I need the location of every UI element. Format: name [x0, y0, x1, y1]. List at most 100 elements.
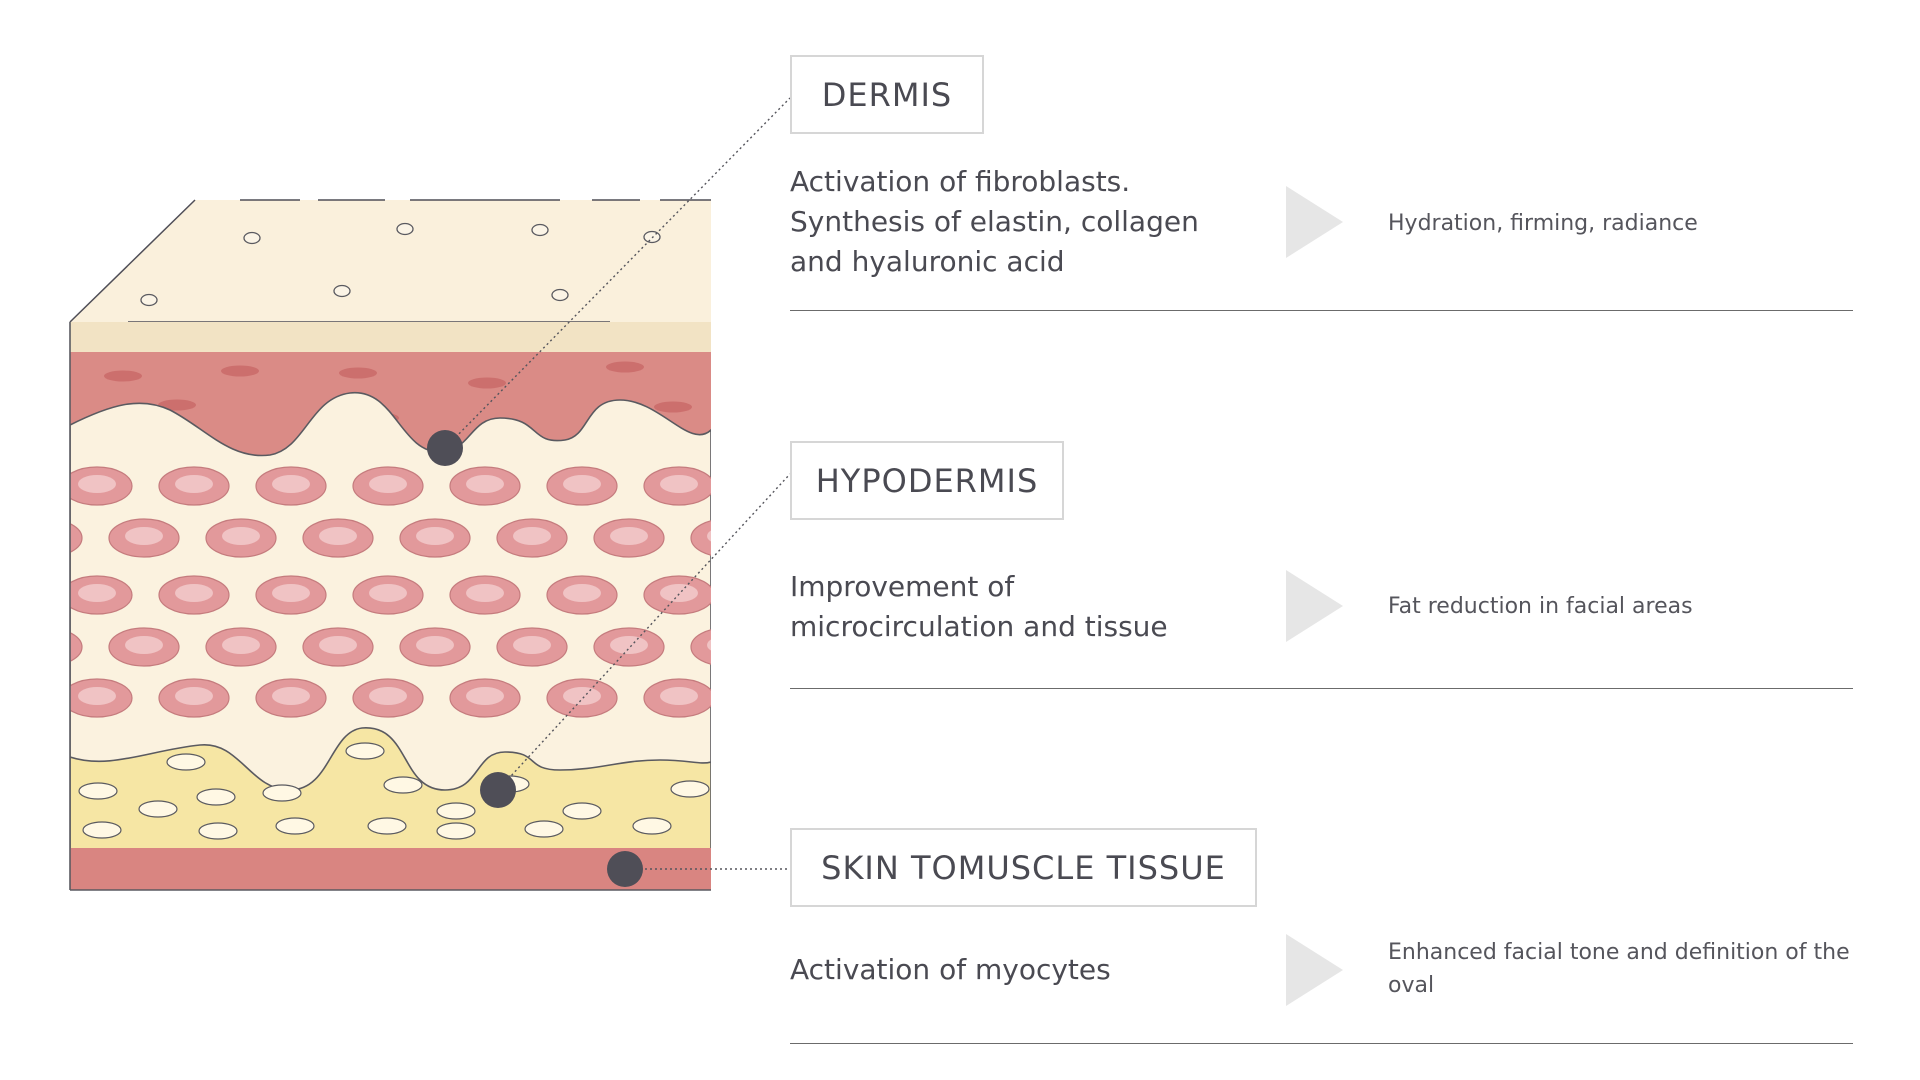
dermis-title: DERMIS: [821, 75, 953, 114]
fat-cell: [562, 802, 602, 820]
muscle-divider: [790, 1043, 1853, 1044]
hypodermis-cell-core: [28, 527, 66, 545]
hypodermis-cell-core: [513, 636, 551, 654]
hypodermis-cell-core: [707, 639, 711, 651]
hypodermis-cell-core: [369, 584, 407, 602]
dermis-vessel: [158, 399, 196, 411]
epidermis-pore: [333, 284, 351, 298]
hypodermis-cell: [690, 629, 711, 665]
dermis-marker: [427, 430, 463, 466]
hypodermis-cell-core: [369, 475, 407, 493]
hypodermis-cell-core: [272, 584, 310, 602]
hypodermis-cells: [0, 466, 711, 718]
dermis-divider: [790, 310, 1853, 311]
hypodermis-cell-core: [222, 636, 260, 654]
dermis-vessel: [104, 370, 142, 382]
dermis-vessel: [654, 401, 692, 413]
epidermis-pore: [140, 293, 158, 307]
fat-cell: [383, 776, 423, 794]
hypodermis-cell-core: [707, 530, 711, 542]
hypodermis-cell-core: [175, 687, 213, 705]
hypodermis-divider: [790, 688, 1853, 689]
hypodermis-cell-core: [125, 636, 163, 654]
fat-cell: [670, 780, 710, 798]
hypodermis-cell-core: [272, 475, 310, 493]
dermis-description-line: Synthesis of elastin, collagen: [790, 205, 1199, 238]
hypodermis-cell-core: [610, 636, 648, 654]
dermis-result: Hydration, firming, radiance: [1388, 211, 1698, 236]
fat-cell: [436, 822, 476, 840]
hypodermis-cell-core: [272, 687, 310, 705]
hypodermis-cell-core: [660, 584, 698, 602]
fat-cells: [78, 742, 710, 840]
hypodermis-cell-core: [0, 687, 19, 705]
fat-cell: [196, 788, 236, 806]
epidermis-pore: [396, 222, 414, 236]
epidermis-pore: [551, 288, 569, 302]
dermis-leader-line: [444, 97, 791, 449]
hypodermis-arrow-icon: [1286, 570, 1343, 642]
hypodermis-cell: [0, 467, 35, 505]
fat-cell: [78, 782, 118, 800]
dermis-arrow-icon: [1286, 186, 1343, 258]
hypodermis-cell-core: [416, 527, 454, 545]
hypodermis-cell-core: [319, 636, 357, 654]
block-edges: [69, 322, 711, 891]
fat-cell: [524, 820, 564, 838]
hypodermis-cell-core: [563, 584, 601, 602]
dermis-vessel: [468, 377, 506, 389]
fat-cell: [345, 742, 385, 760]
leader-lines: [444, 97, 791, 870]
dermis-vessel: [339, 367, 377, 379]
muscle-marker: [607, 851, 643, 887]
epidermis-pore: [643, 230, 661, 244]
hypodermis-leader-line: [497, 473, 791, 791]
hypodermis-cell-core: [466, 475, 504, 493]
hypodermis-cell-core: [416, 636, 454, 654]
hypodermis-cell-core: [0, 584, 19, 602]
hypodermis-cell-core: [610, 527, 648, 545]
hypodermis-cell-core: [563, 475, 601, 493]
dermis-vessel: [221, 365, 259, 377]
epidermis-pore: [243, 231, 261, 245]
fat-cell: [275, 817, 315, 835]
hypodermis-label-box: HYPODERMIS: [790, 441, 1064, 520]
muscle-arrow-icon: [1286, 934, 1343, 1006]
hypodermis-cell: [70, 632, 83, 662]
fat-cell: [632, 817, 672, 835]
hypodermis-cell: [690, 520, 711, 556]
hypodermis-cell: [70, 523, 83, 553]
hypodermis-cell-core: [175, 584, 213, 602]
dermis-label-box: DERMIS: [790, 55, 984, 134]
muscle-description-line: Activation of myocytes: [790, 953, 1111, 986]
dermis-vessel: [606, 361, 644, 373]
hypodermis-cell-core: [175, 475, 213, 493]
hypodermis-result: Fat reduction in facial areas: [1388, 594, 1693, 619]
epidermis-pores: [140, 222, 661, 307]
hypodermis-cell-core: [222, 527, 260, 545]
hypodermis-cell-core: [660, 475, 698, 493]
epidermis-top-surface: [70, 200, 711, 322]
hypodermis-cell-core: [563, 687, 601, 705]
fat-cell: [262, 784, 302, 802]
hypodermis-cell-core: [78, 584, 116, 602]
hypodermis-title: HYPODERMIS: [815, 461, 1039, 500]
layer-markers: [427, 430, 643, 887]
hypodermis-cell-core: [78, 687, 116, 705]
hypodermis-description-line: microcirculation and tissue: [790, 610, 1168, 643]
hypodermis-cell-core: [369, 687, 407, 705]
fat-cell: [367, 817, 407, 835]
muscle-title: SKIN TOMUSCLE TISSUE: [821, 848, 1226, 887]
fat-cell: [138, 800, 178, 818]
epidermis-band: [70, 322, 711, 352]
hypodermis-cell-core: [28, 636, 66, 654]
hypodermis-cell: [0, 576, 35, 614]
dermis-description-line: Activation of fibroblasts.: [790, 165, 1131, 198]
fat-cell: [82, 821, 122, 839]
hypodermis-cell-core: [466, 584, 504, 602]
hypodermis-cell-core: [78, 475, 116, 493]
hypodermis-marker: [480, 772, 516, 808]
hypodermis-cell: [0, 679, 35, 717]
muscle-description: Activation of myocytes: [790, 950, 1111, 990]
